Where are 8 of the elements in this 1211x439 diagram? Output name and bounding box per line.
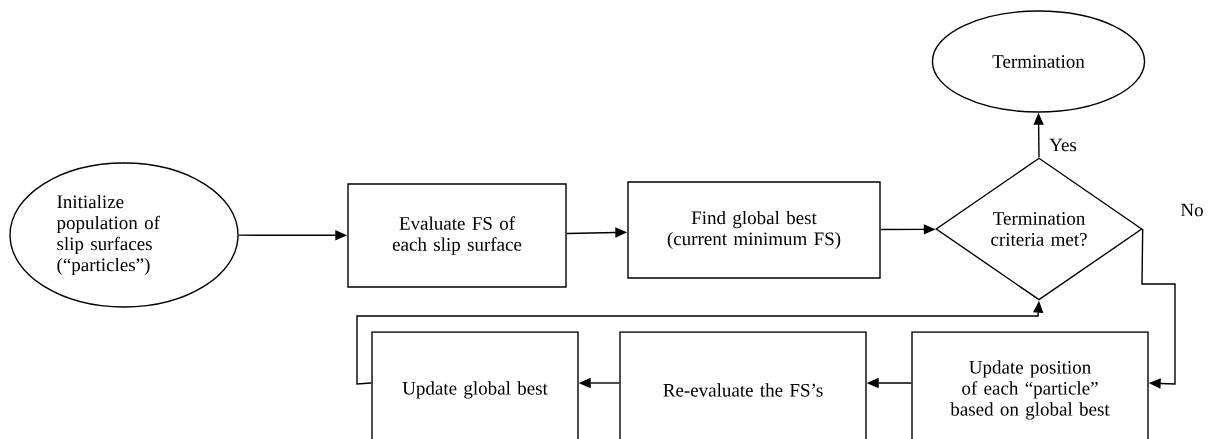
process-box: Find global best (current minimum FS) — [627, 181, 881, 279]
process-box: Evaluate FS of each slip surface — [347, 183, 567, 288]
process-box: Update position of each “particle” based on global best — [911, 331, 1149, 439]
edge-label: No — [1179, 202, 1205, 218]
arrow — [1141, 228, 1176, 389]
edge-label: Yes — [1048, 137, 1078, 153]
process-box: Update global best — [371, 331, 579, 439]
process-box: Re-evaluate the FS’s — [619, 331, 867, 439]
